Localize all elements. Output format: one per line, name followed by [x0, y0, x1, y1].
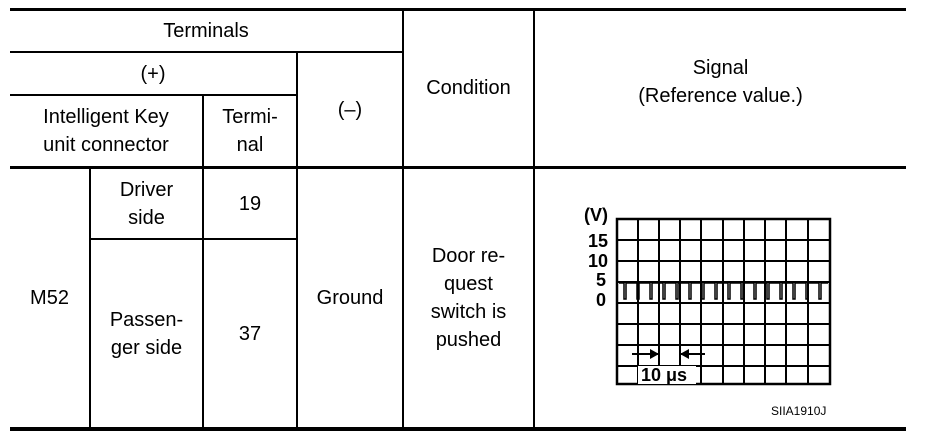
header-terminals: Terminals: [163, 20, 249, 42]
row-divider-terminals: [10, 51, 402, 53]
scope-time-label: 10 μs: [641, 365, 688, 385]
header-terminal-line2: nal: [236, 134, 264, 156]
header-signal-line1: Signal: [692, 57, 749, 79]
condition-line: pushed: [435, 329, 502, 351]
header-connector-line1: Intelligent Key: [43, 106, 169, 128]
arrow-left-icon: [680, 349, 689, 359]
header-minus: (–): [337, 98, 363, 121]
header-connector-line2: unit connector: [43, 134, 169, 156]
scope-y-label: 5: [596, 270, 607, 290]
side-driver: Driver side: [91, 169, 202, 238]
side-passenger: Passen- ger side: [91, 240, 202, 427]
header-bottom-border: [10, 166, 906, 169]
scope-grid-vertical: [637, 219, 809, 384]
terminal-passenger: 37: [238, 322, 262, 345]
minus-value: Ground: [316, 287, 384, 309]
condition-value: Door re- quest switch is pushed: [404, 169, 533, 427]
scope-y-label: 10: [588, 251, 609, 271]
condition-line: Door re-: [431, 245, 506, 267]
row-divider-plus: [10, 94, 296, 96]
scope-y-label: 0: [596, 290, 607, 310]
figure-code: SIIA1910J: [771, 404, 827, 418]
header-terminal-line1: Termi-: [222, 106, 278, 128]
scope-unit-label: (V): [584, 205, 608, 225]
header-signal-line2: (Reference value.): [638, 85, 803, 107]
table-top-border: [10, 8, 906, 11]
row-divider-sides: [89, 238, 296, 240]
header-terminal: Termi- nal: [204, 96, 296, 166]
header-connector: Intelligent Key unit connector: [10, 96, 202, 166]
side-passenger-line1: Passen-: [109, 308, 184, 331]
col-divider-condition: [402, 9, 404, 428]
connector-value: M52: [30, 287, 69, 309]
header-signal: Signal (Reference value.): [535, 54, 906, 124]
side-driver-line2: side: [128, 206, 165, 229]
side-driver-line1: Driver: [119, 178, 174, 201]
header-condition: Condition: [426, 77, 511, 99]
table-bottom-border: [10, 427, 906, 431]
col-divider-signal: [533, 9, 535, 428]
scope-y-label: 15: [588, 231, 609, 251]
header-plus: (+): [140, 62, 166, 85]
scope-waveform: [619, 282, 828, 300]
col-divider-minus: [296, 52, 298, 428]
col-divider-side: [89, 167, 91, 428]
time-label-bg: [638, 366, 696, 384]
col-divider-terminal: [202, 94, 204, 428]
terminal-driver: 19: [238, 192, 262, 215]
side-passenger-line2: ger side: [110, 336, 183, 359]
condition-line: quest: [444, 273, 493, 295]
condition-line: switch is: [430, 301, 507, 323]
arrow-right-icon: [650, 349, 659, 359]
